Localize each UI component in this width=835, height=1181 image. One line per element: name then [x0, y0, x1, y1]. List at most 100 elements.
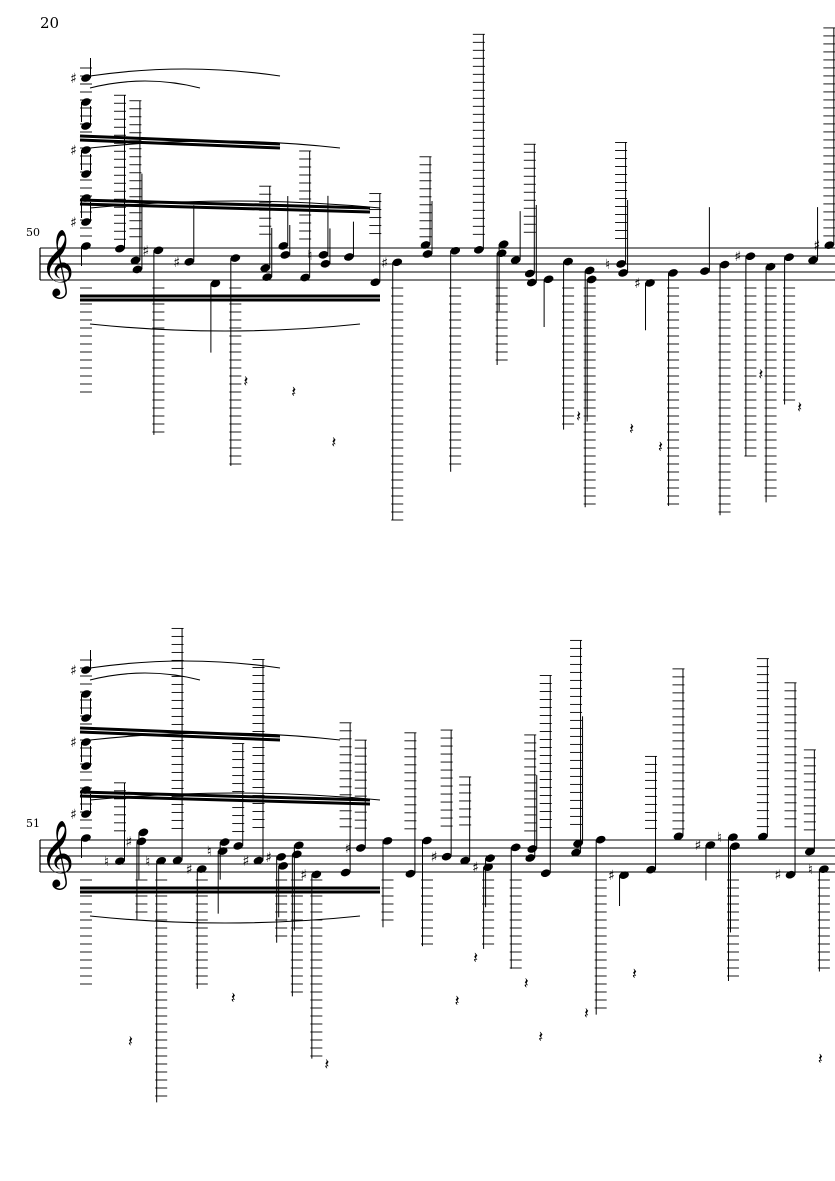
- notehead: [422, 250, 433, 258]
- rest-icon: 𝄽: [576, 406, 581, 425]
- natural-icon: ♮: [808, 862, 813, 878]
- notehead: [527, 845, 538, 853]
- notehead: [344, 253, 354, 261]
- staff-lines: [39, 839, 835, 873]
- notation-marks: ♯♯♯♮𝄽♯♮♯♮𝄽♯♯♯𝄽♯♯𝄽𝄽♯𝄽𝄽𝄽♯𝄽♯♮♯𝄽♮: [70, 627, 830, 1103]
- notehead: [138, 828, 149, 837]
- rest-icon: 𝄽: [324, 1054, 329, 1073]
- notehead: [184, 257, 195, 266]
- notehead: [81, 74, 91, 82]
- notehead: [253, 856, 264, 865]
- sharp-icon: ♯: [265, 850, 272, 866]
- notehead: [318, 251, 329, 259]
- notehead: [540, 869, 551, 878]
- notehead: [730, 842, 740, 850]
- tie: [89, 68, 281, 77]
- rest-icon: 𝄽: [818, 1049, 823, 1068]
- notehead: [81, 242, 91, 250]
- rest-icon: 𝄽: [331, 433, 336, 452]
- natural-icon: ♮: [717, 830, 722, 846]
- sharp-icon: ♯: [775, 868, 782, 884]
- sharp-icon: ♯: [472, 860, 479, 876]
- sharp-icon: ♯: [70, 215, 77, 231]
- rest-icon: 𝄽: [629, 419, 634, 438]
- notehead: [700, 267, 710, 275]
- sharp-icon: ♯: [70, 71, 77, 87]
- notehead: [300, 273, 311, 282]
- notehead: [645, 279, 655, 287]
- notehead: [81, 762, 91, 770]
- notation-marks: ♯♯♯♯♯𝄽𝄽♮𝄽♯𝄽♮𝄽♯𝄽♯𝄽𝄽♯: [70, 27, 835, 521]
- notehead: [156, 856, 167, 865]
- rest-icon: 𝄽: [632, 964, 637, 983]
- rest-icon: 𝄽: [797, 398, 802, 417]
- tie: [89, 915, 361, 924]
- notehead: [510, 843, 521, 852]
- rest-icon: 𝄽: [584, 1004, 589, 1023]
- notehead: [668, 269, 678, 277]
- notehead: [370, 278, 381, 287]
- sharp-icon: ♯: [694, 838, 701, 854]
- beam: [79, 138, 281, 150]
- notehead: [355, 844, 366, 852]
- notehead: [233, 842, 244, 850]
- beam: [79, 198, 371, 210]
- notehead: [705, 841, 716, 849]
- sharp-icon: ♯: [70, 143, 77, 159]
- notehead: [785, 870, 796, 879]
- notehead: [646, 865, 656, 874]
- natural-icon: ♮: [207, 844, 212, 860]
- sharp-icon: ♯: [186, 862, 193, 878]
- rest-icon: 𝄽: [243, 372, 248, 391]
- beam: [79, 790, 371, 802]
- notehead: [824, 241, 835, 249]
- notehead: [784, 253, 794, 262]
- notehead: [81, 714, 91, 722]
- notehead: [819, 865, 829, 873]
- notehead: [524, 269, 535, 278]
- sharp-icon: ♯: [634, 276, 641, 292]
- tie: [89, 660, 281, 669]
- treble-clef-icon: 𝄞: [40, 819, 74, 890]
- notehead: [320, 260, 331, 268]
- system-1: 𝄞 ♯♯♯♯♯𝄽𝄽♮𝄽♯𝄽♮𝄽♯𝄽♯𝄽𝄽♯: [39, 27, 835, 521]
- sharp-icon: ♯: [608, 868, 615, 884]
- rest-icon: 𝄽: [758, 364, 763, 383]
- notehead: [340, 868, 351, 877]
- notehead: [405, 869, 416, 878]
- sharp-icon: ♯: [345, 841, 352, 857]
- notehead: [765, 262, 776, 271]
- natural-icon: ♮: [145, 854, 150, 870]
- notehead: [808, 256, 818, 264]
- notehead: [422, 836, 432, 845]
- notehead: [81, 738, 91, 746]
- notehead: [210, 279, 221, 288]
- notehead: [81, 98, 91, 106]
- notehead: [450, 246, 461, 255]
- tie: [89, 323, 361, 332]
- notehead: [81, 810, 91, 818]
- measure-number-system-1: 50: [26, 226, 40, 239]
- notehead: [460, 856, 471, 865]
- sharp-icon: ♯: [70, 807, 77, 823]
- beam: [79, 202, 371, 214]
- notehead: [619, 871, 629, 879]
- natural-icon: ♮: [605, 257, 610, 273]
- notehead: [278, 242, 289, 250]
- notehead: [543, 275, 554, 284]
- notehead: [81, 690, 91, 698]
- notehead: [81, 666, 91, 674]
- notehead: [81, 122, 91, 130]
- notehead: [311, 870, 322, 879]
- notehead: [573, 839, 583, 848]
- treble-clef-icon: 𝄞: [40, 228, 74, 299]
- notehead: [804, 847, 815, 856]
- notehead: [728, 833, 738, 841]
- rest-icon: 𝄽: [455, 991, 460, 1010]
- notehead: [230, 254, 241, 262]
- notehead: [673, 832, 684, 841]
- rest-icon: 𝄽: [658, 437, 663, 456]
- rest-icon: 𝄽: [291, 382, 296, 401]
- measure-number-system-2: 51: [26, 817, 40, 830]
